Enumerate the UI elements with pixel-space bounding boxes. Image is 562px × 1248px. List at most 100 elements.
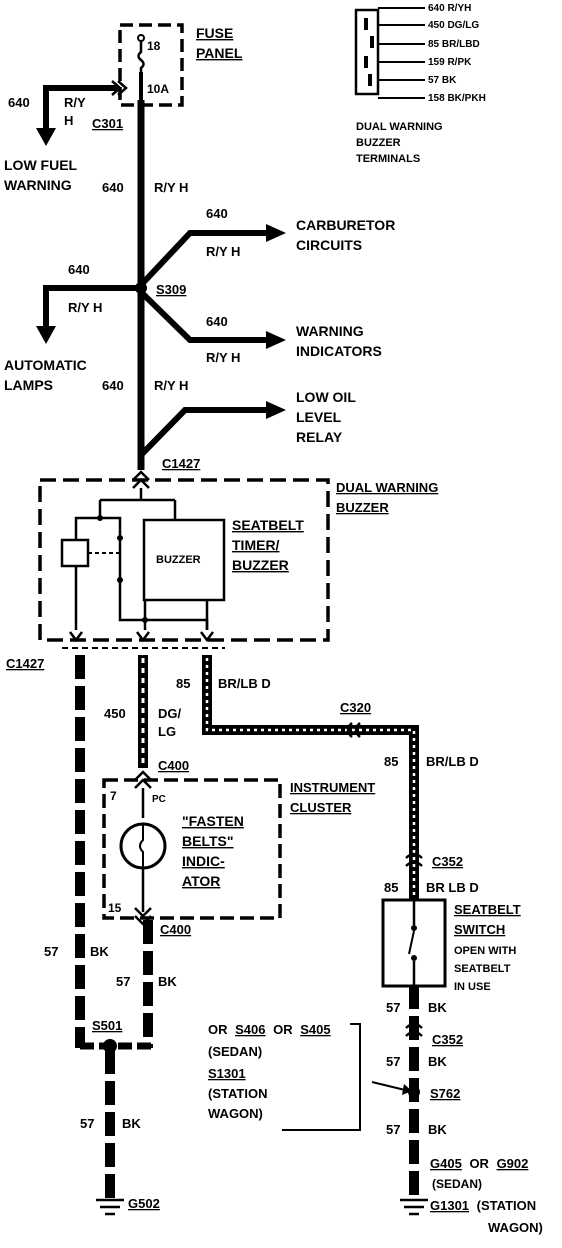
connector-c1427-left-label: C1427 (6, 656, 44, 671)
carb-circuit: 640 (206, 206, 228, 221)
seatbelt-switch-contact-top (411, 925, 417, 931)
wire-57-ground-color: BK (122, 1116, 141, 1131)
connector-c301-label: C301 (92, 116, 123, 131)
auto-label-2: LAMPS (4, 377, 53, 393)
fuse-terminal-top (137, 34, 145, 42)
low-oil-label-3: RELAY (296, 429, 343, 445)
indicator-label-3: INDIC- (182, 853, 225, 869)
splice-s501-dot (103, 1039, 117, 1053)
low-oil-label-2: LEVEL (296, 409, 342, 425)
wire-57-left-circuit: 57 (44, 944, 58, 959)
buzzer-relay-coil (60, 538, 90, 568)
wire-57-left-color: BK (90, 944, 109, 959)
trunk-circuit-2: 640 (102, 378, 124, 393)
wire-57-mid-circuit: 57 (116, 974, 130, 989)
connector-c400-top-mark (134, 770, 152, 789)
s762-note-sedan: (SEDAN) (208, 1044, 262, 1059)
low-fuel-color-1: R/Y (64, 95, 86, 110)
arrow-warning (266, 331, 286, 349)
wire-57-right-circuit-2: 57 (386, 1054, 400, 1069)
carb-color: R/Y H (206, 244, 240, 259)
connector-c1427-top-mark (132, 470, 150, 489)
switch-title-2: SWITCH (454, 922, 505, 937)
wire-450-color-1: DG/ (158, 706, 182, 721)
legend-leads (378, 7, 425, 99)
buzzer-title-1: DUAL WARNING (336, 480, 438, 495)
arrow-carburetor (266, 224, 286, 242)
ground-right-line3: G1301 (STATION (430, 1198, 536, 1213)
arrow-low-oil (266, 401, 286, 419)
low-fuel-circuit: 640 (8, 95, 30, 110)
buzzer-module-box (38, 478, 330, 642)
seatbelt-switch-contact-bottom (411, 955, 417, 961)
leader-s762-arrow-line (371, 1081, 406, 1091)
ground-g902: G902 (497, 1156, 529, 1171)
wire-warning (138, 289, 270, 343)
indicator-label-4: ATOR (182, 873, 220, 889)
wire-low-fuel (43, 85, 118, 130)
buzzer-inner-label: BUZZER (156, 554, 201, 566)
legend-term-5: 57 BK (428, 75, 457, 86)
wire-57-mid-color: BK (158, 974, 177, 989)
legend-term-1: 640 R/YH (428, 3, 471, 14)
auto-circuit: 640 (68, 262, 90, 277)
wire-57-right-color-1: BK (428, 1000, 447, 1015)
splice-s309-label: S309 (156, 282, 186, 297)
trunk-color-1: R/Y H (154, 180, 188, 195)
wire-automatic (43, 285, 141, 328)
auto-color: R/Y H (68, 300, 102, 315)
wire-85-inner (205, 658, 416, 898)
wire-450-color-2: LG (158, 724, 176, 739)
cluster-pin-15: 15 (108, 901, 122, 915)
wire-85-color-2: BR/LB D (426, 754, 479, 769)
cluster-pc: PC (152, 794, 166, 805)
legend-pins (364, 18, 374, 86)
carb-label-1: CARBURETOR (296, 217, 395, 233)
leader-s762 (282, 1023, 361, 1131)
wire-low-oil (138, 407, 270, 458)
s762-note-station: (STATION (208, 1086, 267, 1101)
s762-note-s1301: S1301 (208, 1066, 246, 1081)
s762-note-s406: S406 (235, 1022, 265, 1037)
buzzer-title-2: BUZZER (336, 500, 389, 515)
ground-right-sedan: (SEDAN) (432, 1177, 482, 1191)
wire-57-right-color-2: BK (428, 1054, 447, 1069)
low-fuel-color-2: H (64, 113, 73, 128)
warning-color: R/Y H (206, 350, 240, 365)
warning-circuit: 640 (206, 314, 228, 329)
splice-s501-label: S501 (92, 1018, 122, 1033)
indicator-filament (139, 824, 144, 868)
legend-term-2: 450 DG/LG (428, 20, 479, 31)
buzzer-contact-1 (117, 535, 123, 541)
fuse-title-1: FUSE (196, 25, 233, 41)
switch-note-2: SEATBELT (454, 963, 511, 975)
auto-label-1: AUTOMATIC (4, 357, 87, 373)
switch-note-1: OPEN WITH (454, 945, 516, 957)
fuse-title-2: PANEL (196, 45, 243, 61)
s762-note-or2: OR (273, 1022, 293, 1037)
wire-85-outer (202, 655, 419, 900)
trunk-circuit-1: 640 (102, 180, 124, 195)
wire-450-circuit: 450 (104, 706, 126, 721)
ground-station: (STATION (477, 1198, 536, 1213)
ground-right-symbol (400, 1198, 428, 1216)
cluster-title-2: CLUSTER (290, 800, 352, 815)
connector-c1427-bottom-marks (69, 631, 214, 643)
cluster-pin-7: 7 (110, 789, 117, 803)
splice-s762-label: S762 (430, 1086, 460, 1101)
wire-85-circuit-1: 85 (176, 676, 190, 691)
trunk-color-2: R/Y H (154, 378, 188, 393)
wire-57-ground-circuit: 57 (80, 1116, 94, 1131)
wire-57-right-circuit-3: 57 (386, 1122, 400, 1137)
buzzer-contact-2 (117, 577, 123, 583)
low-fuel-label-2: WARNING (4, 177, 72, 193)
legend-term-3: 85 BR/LBD (428, 39, 480, 50)
wire-85-color-1: BR/LB D (218, 676, 271, 691)
wire-85-circuit-3: 85 (384, 880, 398, 895)
connector-c400-bottom-label: C400 (160, 922, 191, 937)
buzzer-timer-1: SEATBELT (232, 517, 304, 533)
seatbelt-switch-blade (408, 930, 415, 955)
connector-c400-top-label: C400 (158, 758, 189, 773)
